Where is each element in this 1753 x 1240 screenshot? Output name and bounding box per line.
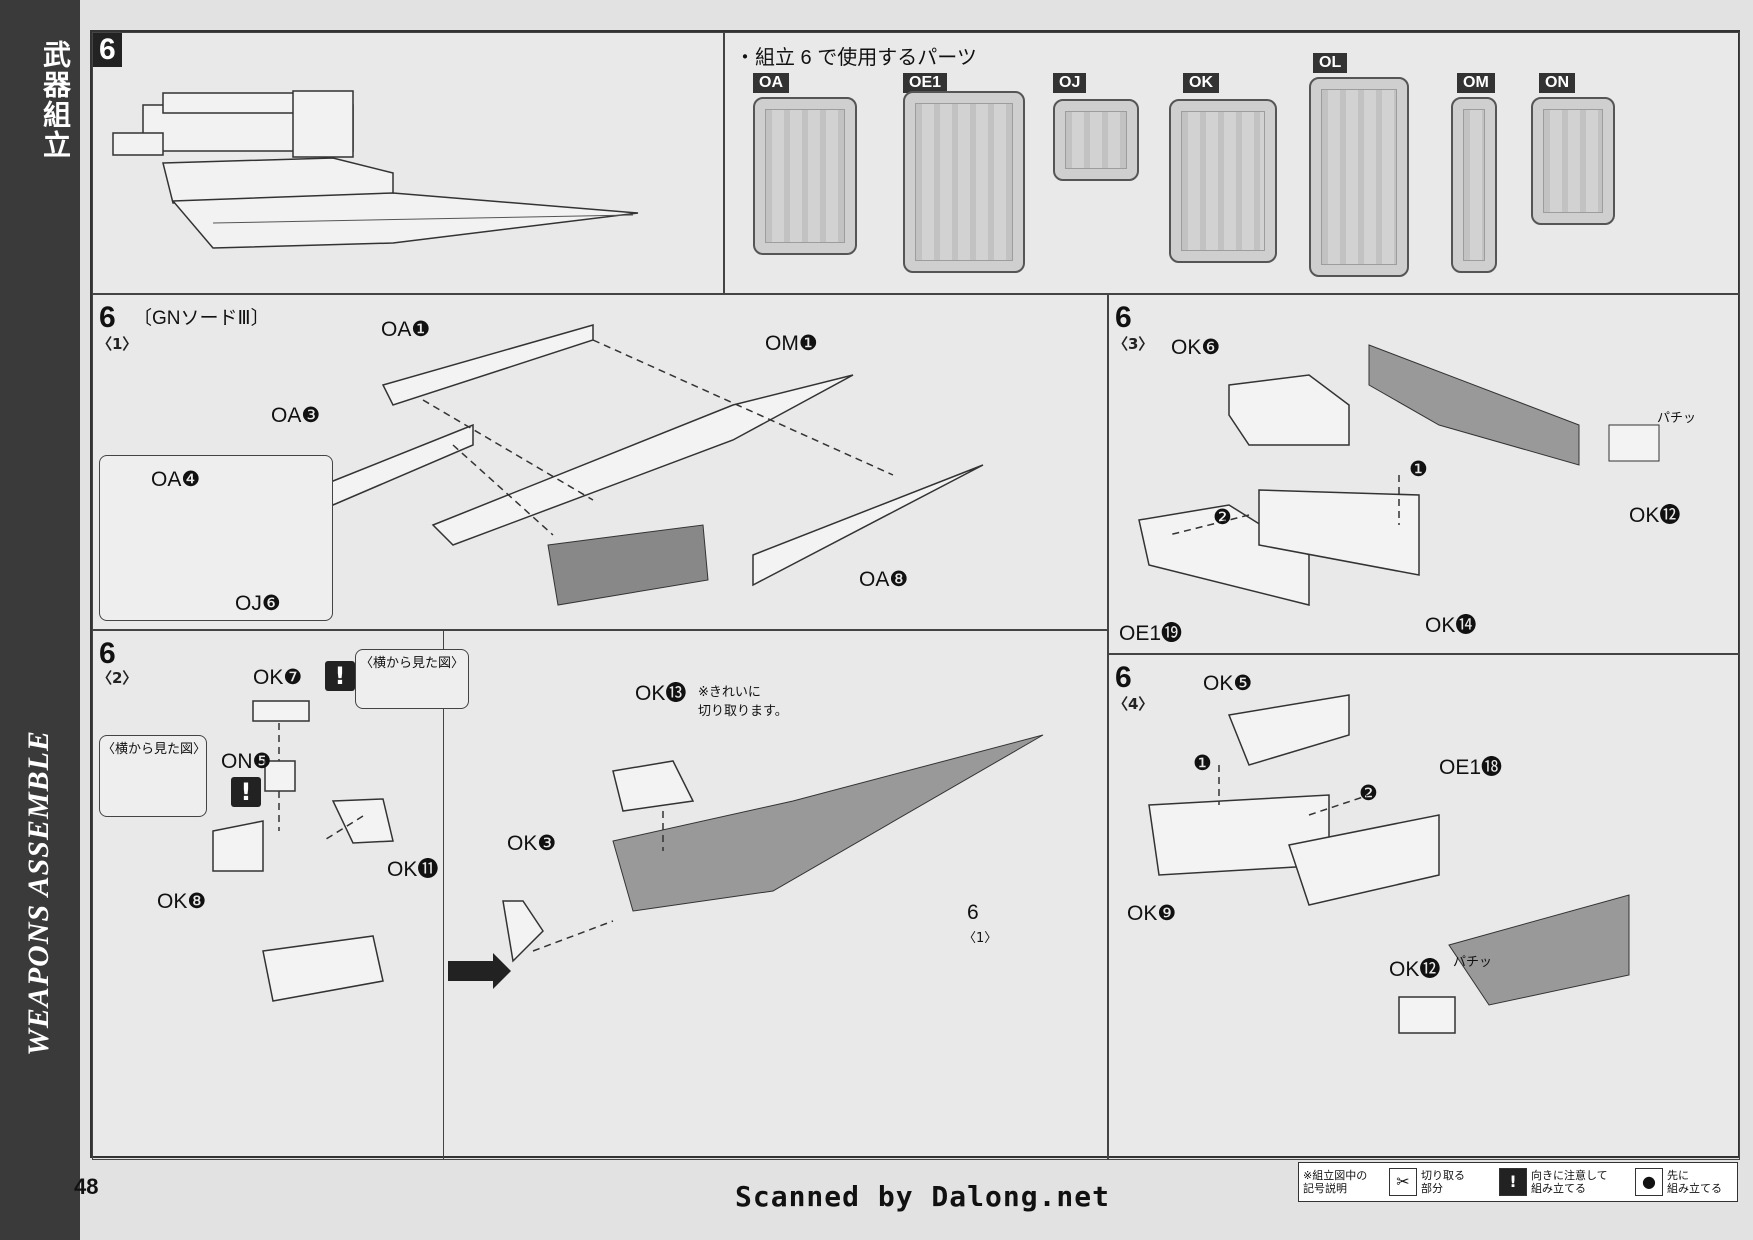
sprue-ok	[1169, 99, 1277, 263]
part-ok5: OK❺	[1203, 672, 1253, 695]
sprue-tag-ok: OK	[1183, 73, 1219, 93]
legend-first-label: 先に 組み立てる	[1667, 1169, 1722, 1195]
part-ok7: OK❼	[253, 666, 303, 689]
substep-4-panel: 6 〈4〉 OK❺ OE1⓲ OK❾ OK⓬ ❶ ❷	[1108, 654, 1740, 1160]
legend-direction-label: 向きに注意して 組み立てる	[1531, 1169, 1608, 1195]
legend-first: ● 先に 組み立てる	[1635, 1163, 1735, 1201]
substep-3-sub: 〈3〉	[1113, 335, 1154, 353]
part-oe1-18: OE1⓲	[1439, 756, 1503, 779]
ref-step-sub: 〈1〉	[963, 931, 998, 946]
legend-cut: ✂ 切り取る 部分	[1389, 1163, 1499, 1201]
side-view-inset-2: 〈横から見た図〉	[99, 735, 207, 817]
substep-1-inset	[99, 455, 333, 621]
sub4-click: パチッ	[1453, 955, 1493, 970]
cut-icon: ✂	[1389, 1168, 1417, 1196]
part-ok13: OK⓭	[635, 682, 687, 705]
parts-panel: ・組立 6 で使用するパーツ OA OE1 OJ OK OL OM ON	[724, 32, 1740, 294]
scan-credit: Scanned by Dalong.net	[735, 1180, 1111, 1213]
part-on5: ON❺	[221, 750, 272, 773]
substep-1-panel: 6 〈1〉 〔GNソードⅢ〕 OA❶ OM❶ OA❸	[92, 294, 1108, 630]
section-subtitle: WEAPONS ASSEMBLE	[22, 730, 55, 1056]
substep-1-sub: 〈1〉	[97, 335, 138, 353]
sub3-step-1: ❶	[1409, 458, 1428, 481]
part-oa8: OA❽	[859, 568, 909, 591]
handle-assembly-3	[1138, 344, 1660, 606]
sub3-click: パチッ	[1657, 411, 1697, 426]
sprue-oe1	[903, 91, 1025, 273]
warning-icon: !	[1499, 1168, 1527, 1196]
part-ok6: OK❻	[1171, 336, 1221, 359]
sprue-tag-oj: OJ	[1053, 73, 1087, 93]
sprue-tag-oe1: OE1	[903, 73, 948, 93]
substep-2-panel: 6 〈2〉 〈横から見た図〉 〈横から見た図〉	[92, 630, 1108, 1160]
sub4-step-2: ❷	[1359, 782, 1378, 805]
sprue-oa	[753, 97, 857, 255]
side-view-label: 〈横から見た図〉	[360, 656, 465, 671]
clean-cut-note: ※きれいに 切り取ります。	[698, 685, 788, 719]
assembly-frame: 6 ・組立 6 で使用するパーツ OA OE1 OJ	[90, 30, 1740, 1160]
first-assemble-icon: ●	[1635, 1168, 1663, 1196]
divider	[443, 631, 444, 1159]
ref-step-number: 6	[967, 901, 979, 924]
sprue-oj	[1053, 99, 1139, 181]
sword-exploded-view	[321, 324, 984, 606]
part-ok12-b: OK⓬	[1389, 958, 1441, 981]
sprue-on	[1531, 97, 1615, 225]
side-view-inset: 〈横から見た図〉	[355, 649, 469, 709]
completed-view-panel: 6	[92, 32, 724, 294]
sub4-step-1: ❶	[1193, 752, 1212, 775]
direction-warning-icon: !	[325, 661, 355, 691]
part-ok9: OK❾	[1127, 902, 1177, 925]
part-ok14: OK⓮	[1425, 614, 1477, 637]
substep-2-sub: 〈2〉	[97, 669, 138, 687]
substep-3-panel: 6 〈3〉 OK❻ OK⓬ OE1⓳ OK⓮ ❶ ❷ パチ	[1108, 294, 1740, 654]
section-title: 武器組立	[39, 40, 72, 160]
sprue-tag-ol: OL	[1313, 53, 1348, 73]
part-ok8: OK❽	[157, 890, 207, 913]
part-oe1-19: OE1⓳	[1119, 622, 1183, 645]
parts-header: ・組立 6 で使用するパーツ	[735, 47, 977, 69]
legend-title: ※組立図中の 記号説明	[1303, 1169, 1368, 1195]
part-ok3: OK❸	[507, 832, 557, 855]
substep-4-number: 6	[1115, 661, 1132, 694]
legend-direction: ! 向きに注意して 組み立てる	[1499, 1163, 1629, 1201]
step-number: 6	[93, 33, 122, 67]
sub3-step-2: ❷	[1213, 506, 1232, 529]
substep-3-number: 6	[1115, 301, 1132, 334]
substep-2-number: 6	[99, 637, 116, 670]
sprue-tag-on: ON	[1539, 73, 1575, 93]
sprue-tag-oa: OA	[753, 73, 789, 93]
sprue-tag-om: OM	[1457, 73, 1495, 93]
part-oj6: OJ❻	[235, 592, 281, 615]
substep-1-number: 6	[99, 301, 116, 334]
page-number: 48	[74, 1174, 99, 1199]
substep-4-sub: 〈4〉	[1113, 695, 1154, 713]
sprue-ol	[1309, 77, 1409, 277]
part-oa4: OA❹	[151, 468, 201, 491]
part-om1: OM❶	[765, 332, 818, 355]
sidebar: 武器組立 WEAPONS ASSEMBLE	[0, 0, 80, 1240]
handle-assembly-4	[1148, 694, 1630, 1034]
direction-warning-icon-2: !	[231, 777, 261, 807]
side-view-label-2: 〈横から見た図〉	[102, 742, 207, 757]
joint-assembly-2	[212, 700, 1044, 1002]
part-ok12-a: OK⓬	[1629, 504, 1681, 527]
legend-cut-label: 切り取る 部分	[1421, 1169, 1465, 1195]
part-ok11: OK⓫	[387, 858, 439, 881]
part-oa3: OA❸	[271, 404, 321, 427]
part-oa1: OA❶	[381, 318, 431, 341]
substep-1-title: 〔GNソードⅢ〕	[133, 308, 270, 329]
sprue-om	[1451, 97, 1497, 273]
sword-illustration	[112, 90, 639, 249]
symbol-legend: ※組立図中の 記号説明 ✂ 切り取る 部分 ! 向きに注意して 組み立てる ● …	[1298, 1162, 1738, 1202]
